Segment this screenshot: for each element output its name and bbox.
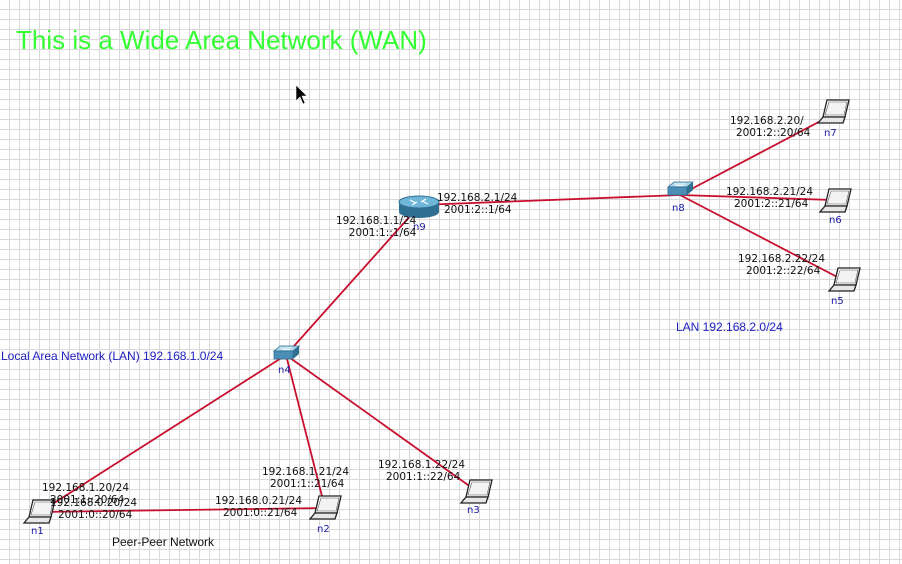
link-n4-n2[interactable] <box>285 354 326 509</box>
laptop-icon[interactable] <box>817 99 850 124</box>
link-n8-n7[interactable] <box>679 114 833 196</box>
ipv6-address: 2001:0::20/64 <box>58 509 133 521</box>
addr-n3: 192.168.1.22/24 2001:1::22/64 <box>378 459 465 483</box>
mouse-pointer-icon <box>295 84 308 105</box>
link-n9-n8[interactable] <box>419 194 681 206</box>
addr-n9-lan2: 192.168.2.1/24 2001:2::1/64 <box>437 192 517 216</box>
ipv4-address: 192.168.2.20/ <box>730 115 804 127</box>
ipv4-address: 192.168.1.21/24 <box>262 466 350 478</box>
ipv4-address: 192.168.1.22/24 <box>378 459 466 471</box>
link-n8-n5[interactable] <box>679 194 844 281</box>
link-n4-n1[interactable] <box>39 354 287 513</box>
node-label-n6: n6 <box>829 215 842 226</box>
node-label-n9: n9 <box>413 222 426 233</box>
node-label-n1: n1 <box>31 526 44 537</box>
ipv6-address: 2001:1::22/64 <box>386 471 461 483</box>
node-label-n3: n3 <box>467 505 480 516</box>
diagram-title: This is a Wide Area Network (WAN) <box>16 25 427 55</box>
addr-n2-lan1: 192.168.1.21/24 2001:1::21/64 <box>262 466 349 490</box>
link-n9-n4[interactable] <box>285 204 421 356</box>
node-label-n8: n8 <box>672 203 685 214</box>
ipv4-address: 192.168.1.1/24 <box>336 215 417 227</box>
ipv6-address: 2001:2::22/64 <box>746 265 821 277</box>
ipv6-address: 2001:1::1/64 <box>348 227 417 239</box>
lan1-label: Local Area Network (LAN) 192.168.1.0/24 <box>1 349 224 363</box>
ipv6-address: 2001:2::20/64 <box>736 127 811 139</box>
ipv4-address: 192.168.0.20/24 <box>50 497 138 509</box>
ipv6-address: 2001:2::1/64 <box>444 204 512 216</box>
p2p-label: Peer-Peer Network <box>112 535 215 549</box>
ipv6-address: 2001:1::21/64 <box>270 478 345 490</box>
node-label-n5: n5 <box>831 296 844 307</box>
switch-icon[interactable] <box>666 181 695 196</box>
ipv6-address: 2001:1::20/64 <box>50 494 125 506</box>
addr-n1-p2p: 192.168.0.20/24 2001:0::20/64 <box>50 497 137 521</box>
link-n4-n3[interactable] <box>285 354 476 491</box>
ipv6-address: 2001:2::21/64 <box>734 198 809 210</box>
node-label-n4: n4 <box>278 365 291 376</box>
ipv4-address: 192.168.2.21/24 <box>726 186 814 198</box>
addr-n7: 192.168.2.20/ 2001:2::20/64 <box>730 115 810 139</box>
lan2-label: LAN 192.168.2.0/24 <box>676 320 783 334</box>
ipv4-address: 192.168.1.20/24 <box>42 482 130 494</box>
addr-n6: 192.168.2.21/24 2001:2::21/64 <box>726 186 813 210</box>
link-n8-n6[interactable] <box>679 194 834 201</box>
node-label-n7: n7 <box>824 128 837 139</box>
ipv4-address: 192.168.0.21/24 <box>215 495 303 507</box>
addr-n1-lan1: 192.168.1.20/24 2001:1::20/64 <box>42 482 129 506</box>
addr-n5: 192.168.2.22/24 2001:2::22/64 <box>738 253 825 277</box>
switch-icon[interactable] <box>272 345 301 360</box>
addr-n2-p2p: 192.168.0.21/24 2001:0::21/64 <box>215 495 302 519</box>
addr-n9-lan1: 192.168.1.1/24 2001:1::1/64 <box>336 215 416 239</box>
laptop-icon[interactable] <box>828 267 861 292</box>
link-n1-n2[interactable] <box>39 507 326 513</box>
ipv4-address: 192.168.2.1/24 <box>437 192 518 204</box>
node-label-n2: n2 <box>317 524 330 535</box>
ipv6-address: 2001:0::21/64 <box>223 507 298 519</box>
router-icon[interactable] <box>398 195 440 218</box>
ipv4-address: 192.168.2.22/24 <box>738 253 826 265</box>
